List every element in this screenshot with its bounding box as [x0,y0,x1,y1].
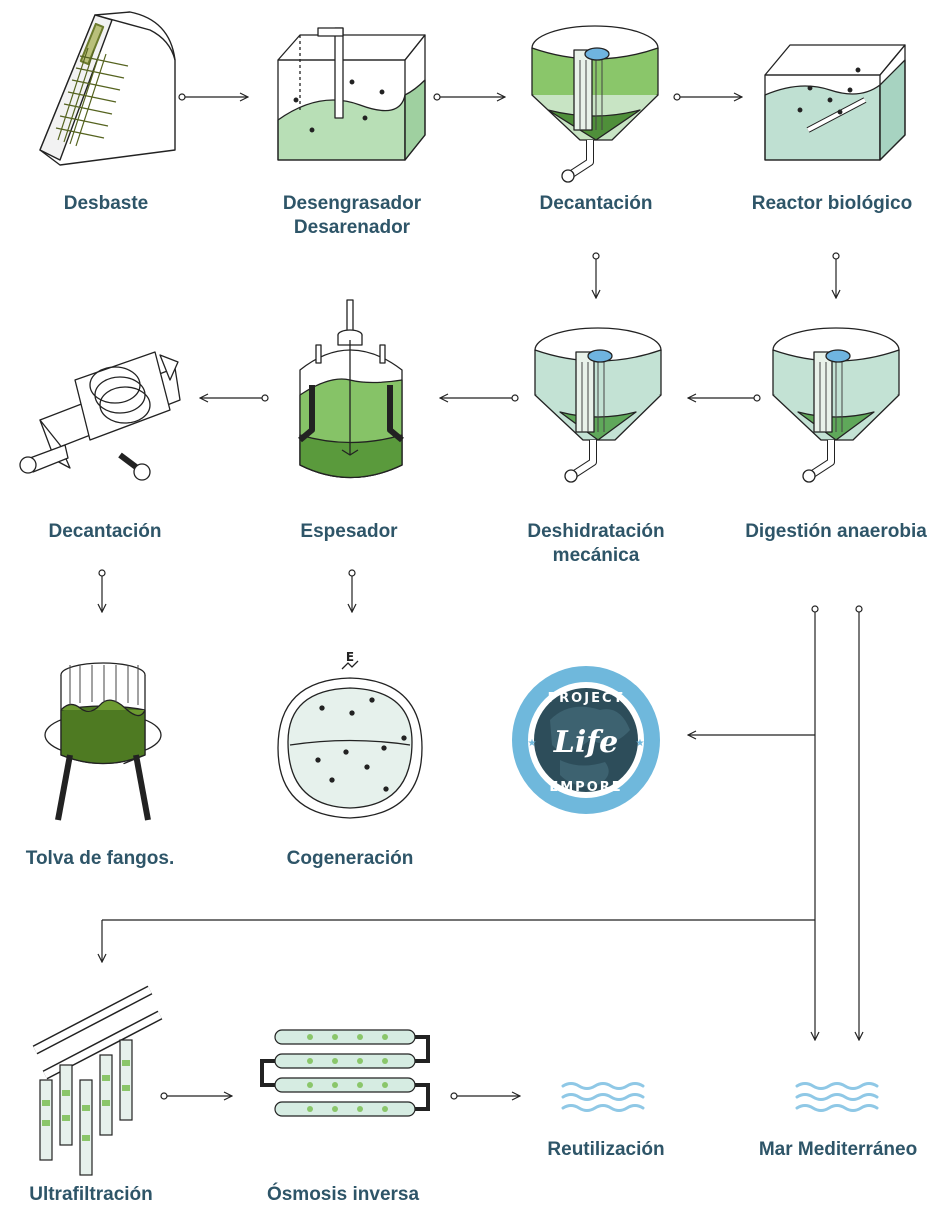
thickener-icon [298,299,404,479]
logo-middle-text: Life [553,725,618,760]
bioreactor-icon [764,44,906,161]
svg-text:★: ★ [528,738,537,749]
label-reactor: Reactor biológico [751,193,913,214]
label-decantacion-1: Decantación [539,193,653,214]
grease-trap-tank-icon [277,27,426,161]
arrow-desengrasador-to-decantacion [433,94,505,100]
label-osmosis: Ósmosis inversa [266,1184,420,1205]
ultrafiltration-icon [32,985,163,1176]
dewatering-icon [534,327,662,483]
waves-reutilizacion-icon [561,1082,645,1112]
logo-bottom-text: EMPORE [549,780,622,795]
project-life-empore-logo: PROJECT Life EMPORE ★ ★ [512,666,660,814]
waves-mar-icon [795,1082,879,1112]
label-tolva: Tolva de fangos. [25,848,175,869]
svg-text:★: ★ [636,738,645,749]
label-mar: Mar Mediterráneo [758,1139,918,1160]
arrow-deshidratacion-to-espesador [440,395,519,401]
label-cogeneracion: Cogeneración [286,848,414,869]
energy-label: E [346,650,354,664]
arrow-espesador-to-decantacion [200,395,269,401]
clarifier-icon [531,25,659,183]
label-ultrafiltracion: Ultrafiltración [29,1184,153,1205]
arrow-osmosis-to-reutilizacion [450,1093,520,1099]
reverse-osmosis-icon [260,1029,430,1117]
arrow-reactor-to-digestion [833,252,839,298]
label-digestion: Digestión anaerobia [745,521,927,542]
arrow-digestion-to-deshidratacion [688,395,761,401]
label-desbaste: Desbaste [63,193,149,214]
arrow-to-ultrafiltracion [102,919,815,962]
arrow-decantacion-to-deshidratacion [593,252,599,298]
line-to-mar-right [856,605,862,1040]
arrow-desbaste-to-desengrasador [178,94,248,100]
arrow-espesador-to-cogeneracion [349,569,355,612]
arrow-decantacion-to-reactor [673,94,742,100]
arrow-decantacion-to-tolva [99,569,105,612]
sludge-hopper-icon [44,662,162,821]
line-to-mar-left [812,605,818,1040]
connectors [99,94,862,1099]
logo-top-text: PROJECT [548,691,625,706]
screen-icon [39,11,176,166]
centrifuge-icon [19,351,181,481]
label-reutilizacion: Reutilización [547,1139,665,1160]
label-espesador: Espesador [300,521,398,542]
cogeneration-icon: E [277,650,423,819]
label-decantacion-2: Decantación [48,521,162,542]
digester-icon [772,327,900,483]
arrow-ultrafiltracion-to-osmosis [160,1093,232,1099]
